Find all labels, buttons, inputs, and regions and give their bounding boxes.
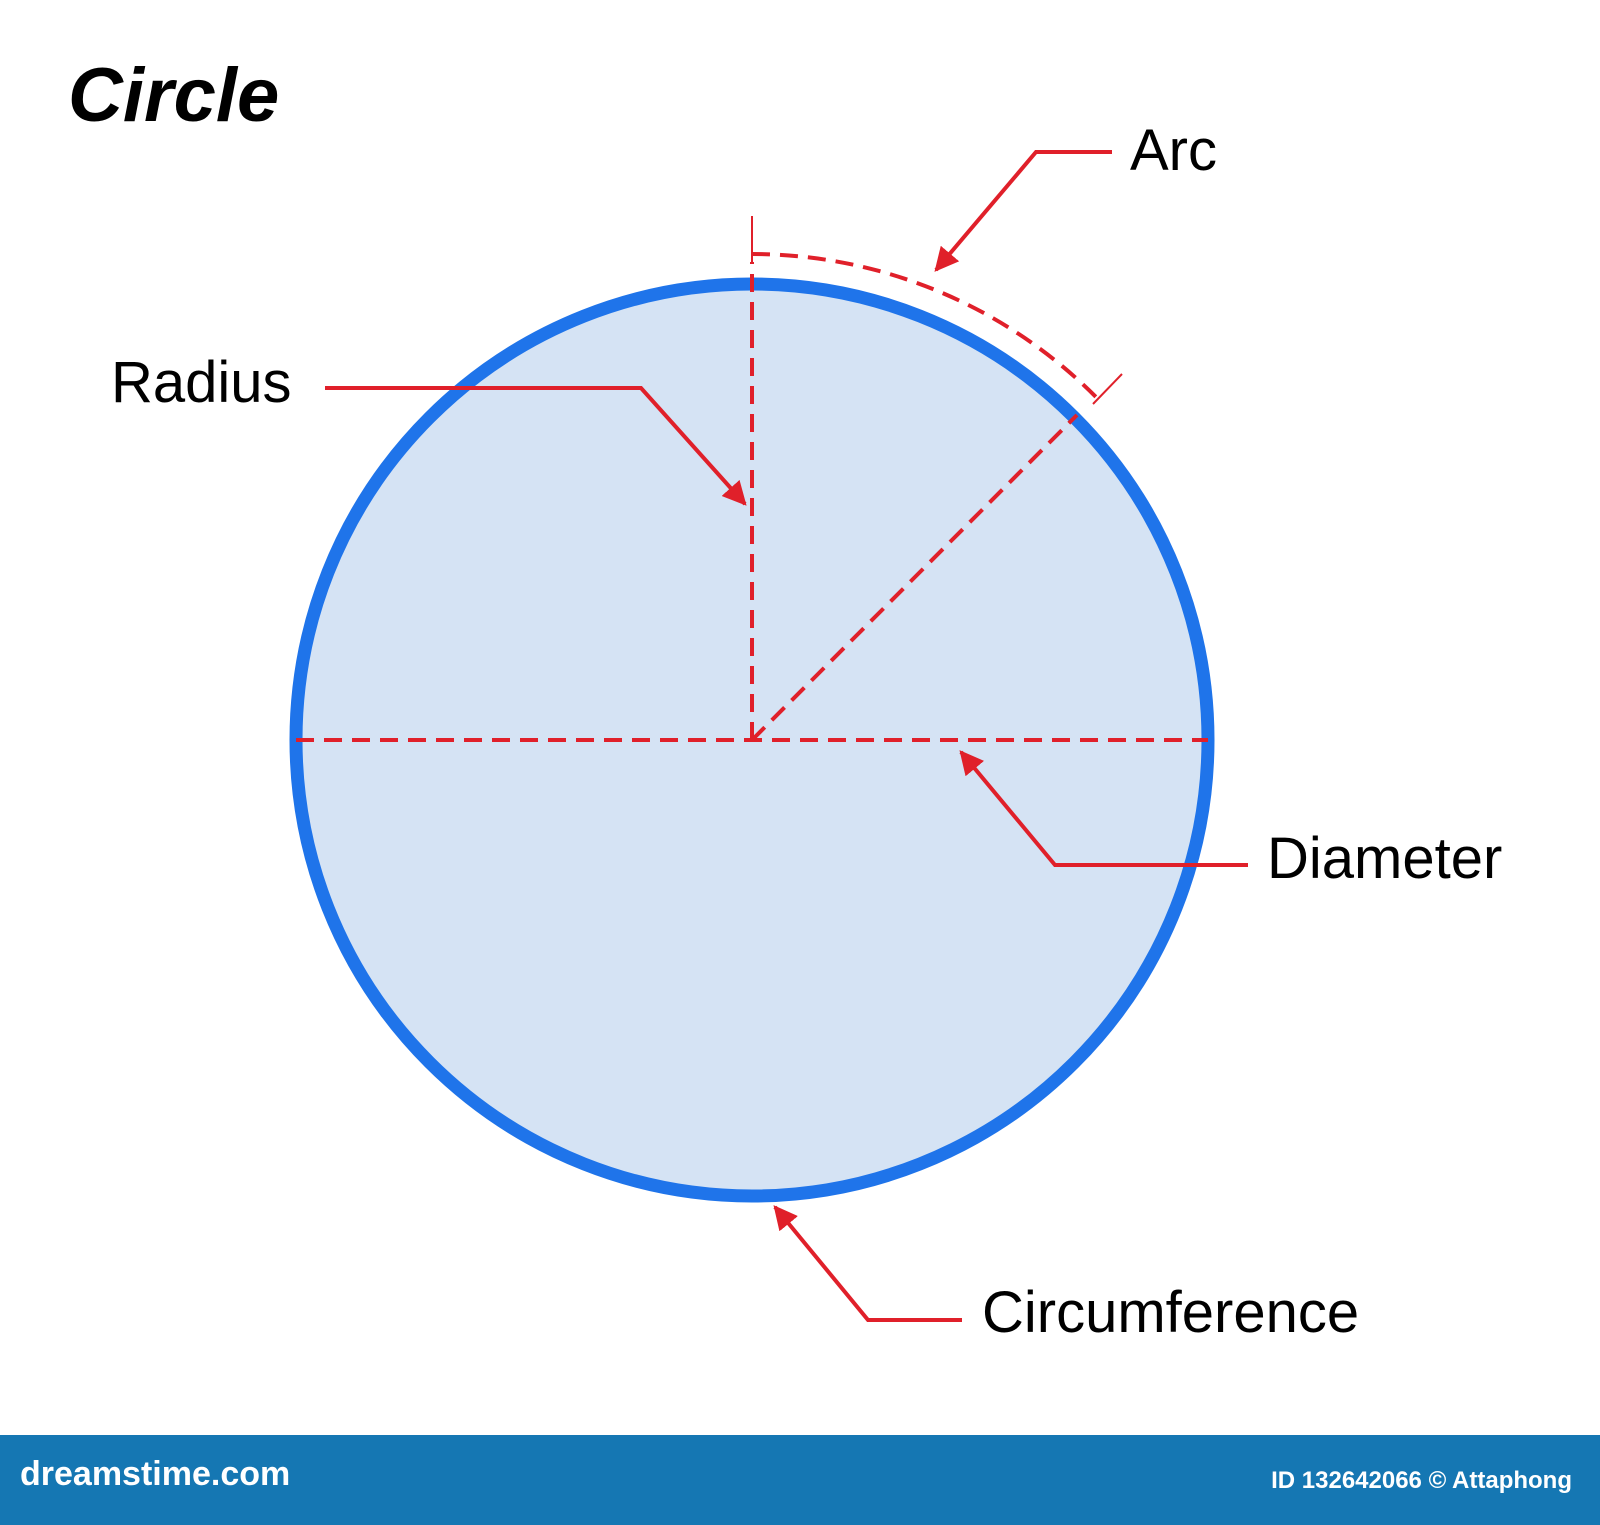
footer-bar: dreamstime.com ID 132642066 © Attaphong	[0, 1435, 1600, 1525]
diameter-label: Diameter	[1267, 826, 1503, 891]
diameter-pointer-arrow	[959, 750, 1248, 867]
diagonal-radius-line	[750, 413, 1079, 742]
diagram-canvas	[289, 150, 1248, 1322]
arc-label: Arc	[1130, 118, 1217, 183]
footer-site-link[interactable]: dreamstime.com	[20, 1455, 291, 1493]
footer-credit: ID 132642066 © Attaphong	[1271, 1467, 1572, 1494]
circumference-label: Circumference	[982, 1280, 1360, 1345]
arc-end-tick	[1092, 373, 1123, 405]
radius-label: Radius	[111, 350, 292, 415]
radius-pointer-arrow	[325, 386, 747, 506]
diagram-title: Circle	[68, 53, 280, 138]
arc-pointer-arrow	[934, 150, 1112, 272]
circumference-pointer-arrow	[773, 1205, 962, 1322]
